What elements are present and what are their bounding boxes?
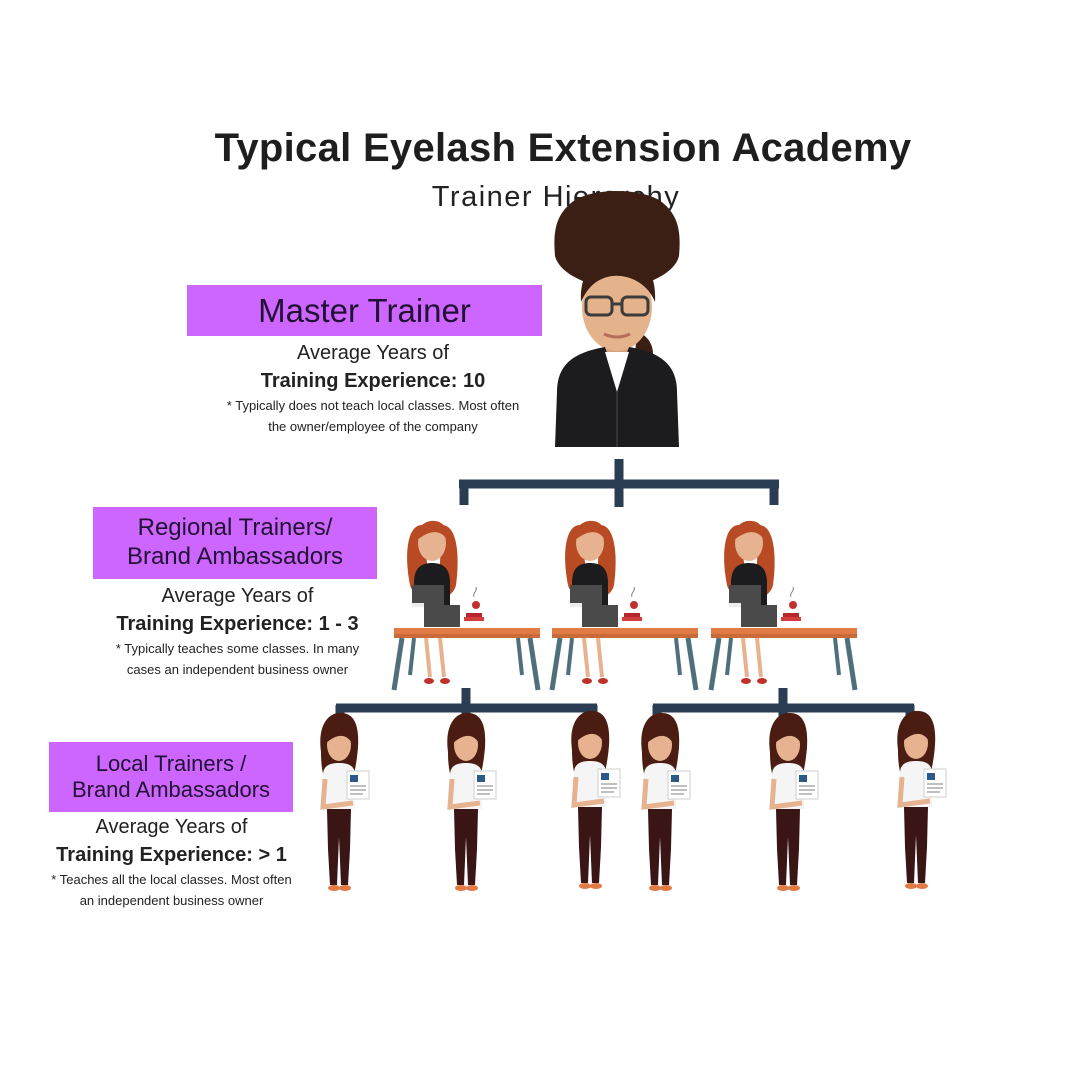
master-avg-line: Average Years of — [297, 342, 449, 364]
master-trainer-info: Average Years of Training Experience: 10… — [187, 340, 559, 437]
regional-trainer-figure — [552, 521, 698, 690]
regional-label-line2: Brand Ambassadors — [126, 543, 344, 570]
local-trainer-figure — [897, 711, 946, 889]
local-label-line1: Local Trainers / — [95, 750, 247, 776]
local-note-line2: an independent business owner — [79, 893, 264, 908]
regional-trainer-figure — [394, 521, 540, 690]
regional-trainers-info: Average Years of Training Experience: 1 … — [80, 583, 395, 680]
regional-trainers-label: Regional Trainers/ Brand Ambassadors — [93, 507, 377, 579]
local-avg-line: Average Years of — [95, 816, 248, 838]
master-trainer-label: Master Trainer — [187, 285, 542, 336]
local-trainers-label: Local Trainers / Brand Ambassadors — [49, 742, 293, 812]
local-label-line2: Brand Ambassadors — [71, 777, 271, 802]
local-trainer-figure — [447, 713, 496, 891]
regional-note-line2: cases an independent business owner — [126, 662, 349, 677]
master-experience: Training Experience: 10 — [260, 370, 486, 392]
master-trainer-label-text: Master Trainer — [258, 291, 471, 329]
regional-trainer-figure — [711, 521, 857, 690]
local-experience: Training Experience: > 1 — [56, 844, 287, 866]
local-trainers-info: Average Years of Training Experience: > … — [20, 814, 323, 911]
diagram-title: Typical Eyelash Extension Academy — [214, 126, 912, 170]
regional-avg-line: Average Years of — [161, 585, 314, 607]
connector-master-to-regional — [459, 459, 779, 507]
local-note-line1: * Teaches all the local classes. Most of… — [51, 872, 292, 887]
local-trainer-figure — [571, 711, 620, 889]
local-trainer-figure — [320, 713, 369, 891]
local-trainer-figure — [769, 713, 818, 891]
regional-note-line1: * Typically teaches some classes. In man… — [115, 641, 360, 656]
master-trainer-figure — [552, 189, 682, 449]
regional-label-line1: Regional Trainers/ — [137, 514, 333, 542]
regional-experience: Training Experience: 1 - 3 — [116, 613, 359, 635]
local-trainer-figure — [641, 713, 690, 891]
master-note-line1: * Typically does not teach local classes… — [226, 398, 520, 413]
master-note-line2: the owner/employee of the company — [268, 419, 478, 434]
